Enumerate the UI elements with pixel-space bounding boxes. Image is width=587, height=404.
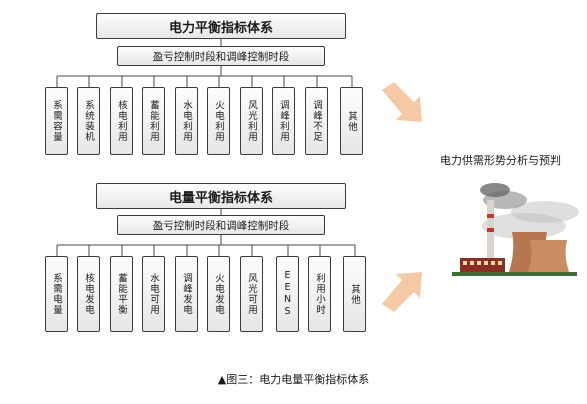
diagram2-item-3: 蓄能平衡 [110, 256, 133, 332]
diagram2-subtitle-text: 盈亏控制时段和调峰控制时段 [152, 219, 290, 232]
arrow-up-right-icon [382, 272, 422, 312]
diagram1-item-10: 其他 [340, 87, 363, 155]
diagram2-title: 电量平衡指标体系 [96, 183, 346, 209]
side-label: 电力供需形势分析与预判 [440, 154, 561, 167]
diagram1-item-2: 系统装机 [77, 87, 100, 155]
diagram2-item-6: 火电发电 [207, 256, 230, 332]
diagram1-item-5: 水电利用 [175, 87, 198, 155]
diagram2-item-1: 系需电量 [45, 256, 68, 332]
diagram2-item-5: 调峰发电 [175, 256, 198, 332]
diagram1-subtitle: 盈亏控制时段和调峰控制时段 [117, 46, 325, 66]
diagram1-item-6: 火电利用 [207, 87, 230, 155]
power-plant-icon [452, 183, 579, 276]
arrow-down-right-icon [382, 82, 422, 122]
diagram1-subtitle-text: 盈亏控制时段和调峰控制时段 [152, 50, 290, 63]
diagram1-item-7: 风光利用 [240, 87, 263, 155]
figure-caption: ▲图三：电力电量平衡指标体系 [217, 373, 370, 386]
diagram1-item-1: 系需容量 [45, 87, 68, 155]
diagram2-title-text: 电量平衡指标体系 [168, 190, 273, 206]
diagram2-item-9: 利用小时 [308, 256, 331, 332]
diagram1-item-9: 调峰不足 [305, 87, 328, 155]
diagram2-subtitle: 盈亏控制时段和调峰控制时段 [117, 215, 325, 235]
diagram1-item-4: 蓄能利用 [142, 87, 165, 155]
diagram2-item-10: 其他 [343, 256, 366, 332]
diagram2-item-7: 风光可用 [240, 256, 263, 332]
diagram1-title-text: 电力平衡指标体系 [168, 20, 273, 36]
diagram2-item-8: EENS [276, 256, 299, 332]
diagram1-item-8: 调峰利用 [272, 87, 295, 155]
diagram1-item-3: 核电利用 [110, 87, 133, 155]
diagram2-item-4: 水电可用 [142, 256, 165, 332]
diagram1-title: 电力平衡指标体系 [96, 13, 346, 39]
diagram2-item-2: 核电发电 [77, 256, 100, 332]
